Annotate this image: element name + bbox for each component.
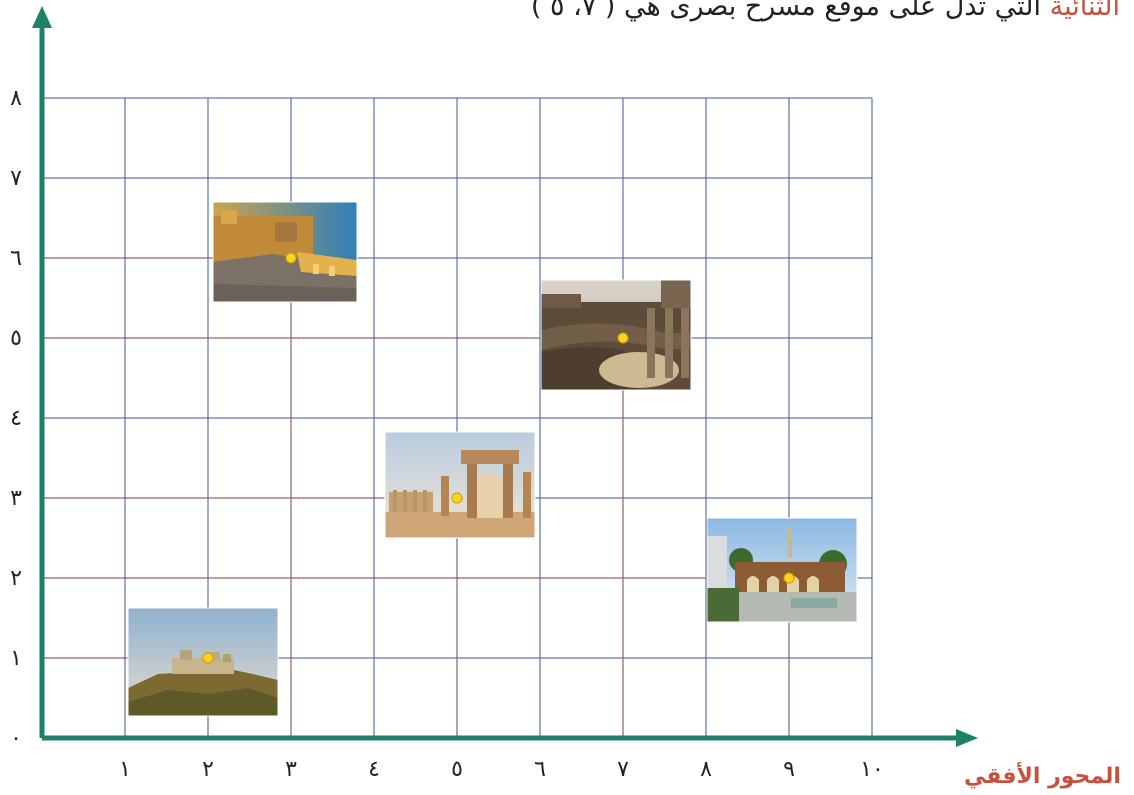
x-tick-label: ٣: [285, 757, 297, 782]
x-tick-label: ٦: [534, 757, 546, 782]
data-point: [617, 332, 629, 344]
x-tick-label: ٩: [783, 757, 795, 782]
photo-hilltop-castle: [127, 607, 279, 717]
y-tick-label: ٤: [10, 406, 22, 431]
x-axis-arrow-icon: [956, 729, 978, 747]
y-tick-label: ٥: [10, 326, 22, 351]
y-tick-label: ٣: [10, 486, 22, 511]
y-axis-arrow-icon: [32, 6, 52, 28]
y-tick-label: ٧: [10, 166, 22, 191]
photo-colonnade-ruins: [384, 431, 536, 539]
header-accent: الثنائية: [1049, 0, 1120, 22]
y-tick-label: ١: [10, 646, 22, 671]
y-tick-label: ٢: [10, 566, 22, 591]
x-tick-label: ٥: [451, 757, 463, 782]
photo-frame: [540, 279, 692, 391]
axes: [32, 6, 978, 747]
data-point: [285, 252, 297, 264]
x-tick-label: ١: [119, 757, 131, 782]
data-point: [202, 652, 214, 664]
y-tick-label: ٠: [10, 726, 22, 751]
x-tick-label: ٤: [368, 757, 380, 782]
y-tick-label: ٨: [10, 86, 22, 111]
photo-frame: [212, 201, 358, 303]
data-point: [451, 492, 463, 504]
photo-citadel-at-dusk: [212, 201, 358, 303]
landmark-photos: [127, 201, 858, 717]
data-point: [783, 572, 795, 584]
x-tick-labels: ١ ٢ ٣ ٤ ٥ ٦ ٧ ٨ ٩ ١٠: [119, 757, 884, 782]
header-text: التي تدل على موقع مسرح بصرى هي ( ٧، ٥ ): [530, 0, 1042, 22]
photo-frame: [127, 607, 279, 717]
x-tick-label: ٨: [700, 757, 712, 782]
photo-roman-theatre: [540, 279, 692, 391]
header-sentence: الثنائية التي تدل على موقع مسرح بصرى هي …: [320, 0, 1120, 30]
photo-mosque-courtyard: [706, 517, 858, 623]
y-tick-labels: ٠ ١ ٢ ٣ ٤ ٥ ٦ ٧ ٨: [10, 86, 22, 751]
x-tick-label: ١٠: [860, 757, 884, 782]
y-tick-label: ٦: [10, 246, 22, 271]
location-markers: [202, 252, 795, 664]
x-tick-label: ٢: [202, 757, 214, 782]
photo-frame: [384, 431, 536, 539]
x-tick-label: ٧: [617, 757, 629, 782]
x-axis-title: المحور الأفقي: [964, 764, 1121, 789]
photo-frame: [706, 517, 858, 623]
